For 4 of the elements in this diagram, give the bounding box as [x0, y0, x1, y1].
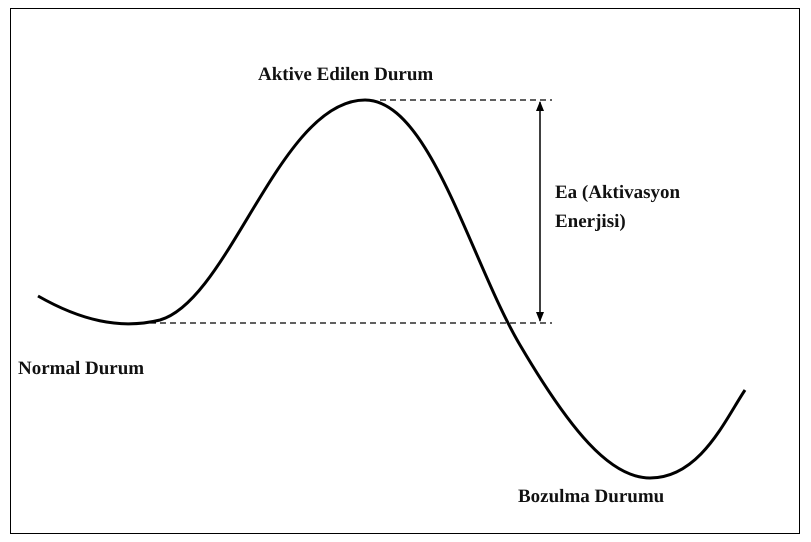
state-label: Bozulma Durumu	[518, 485, 664, 509]
state-label: Aktive Edilen Durum	[258, 63, 434, 87]
state-label: Normal Durum	[18, 357, 144, 381]
energy-label: Ea (Aktivasyon Enerjisi)	[555, 181, 682, 234]
